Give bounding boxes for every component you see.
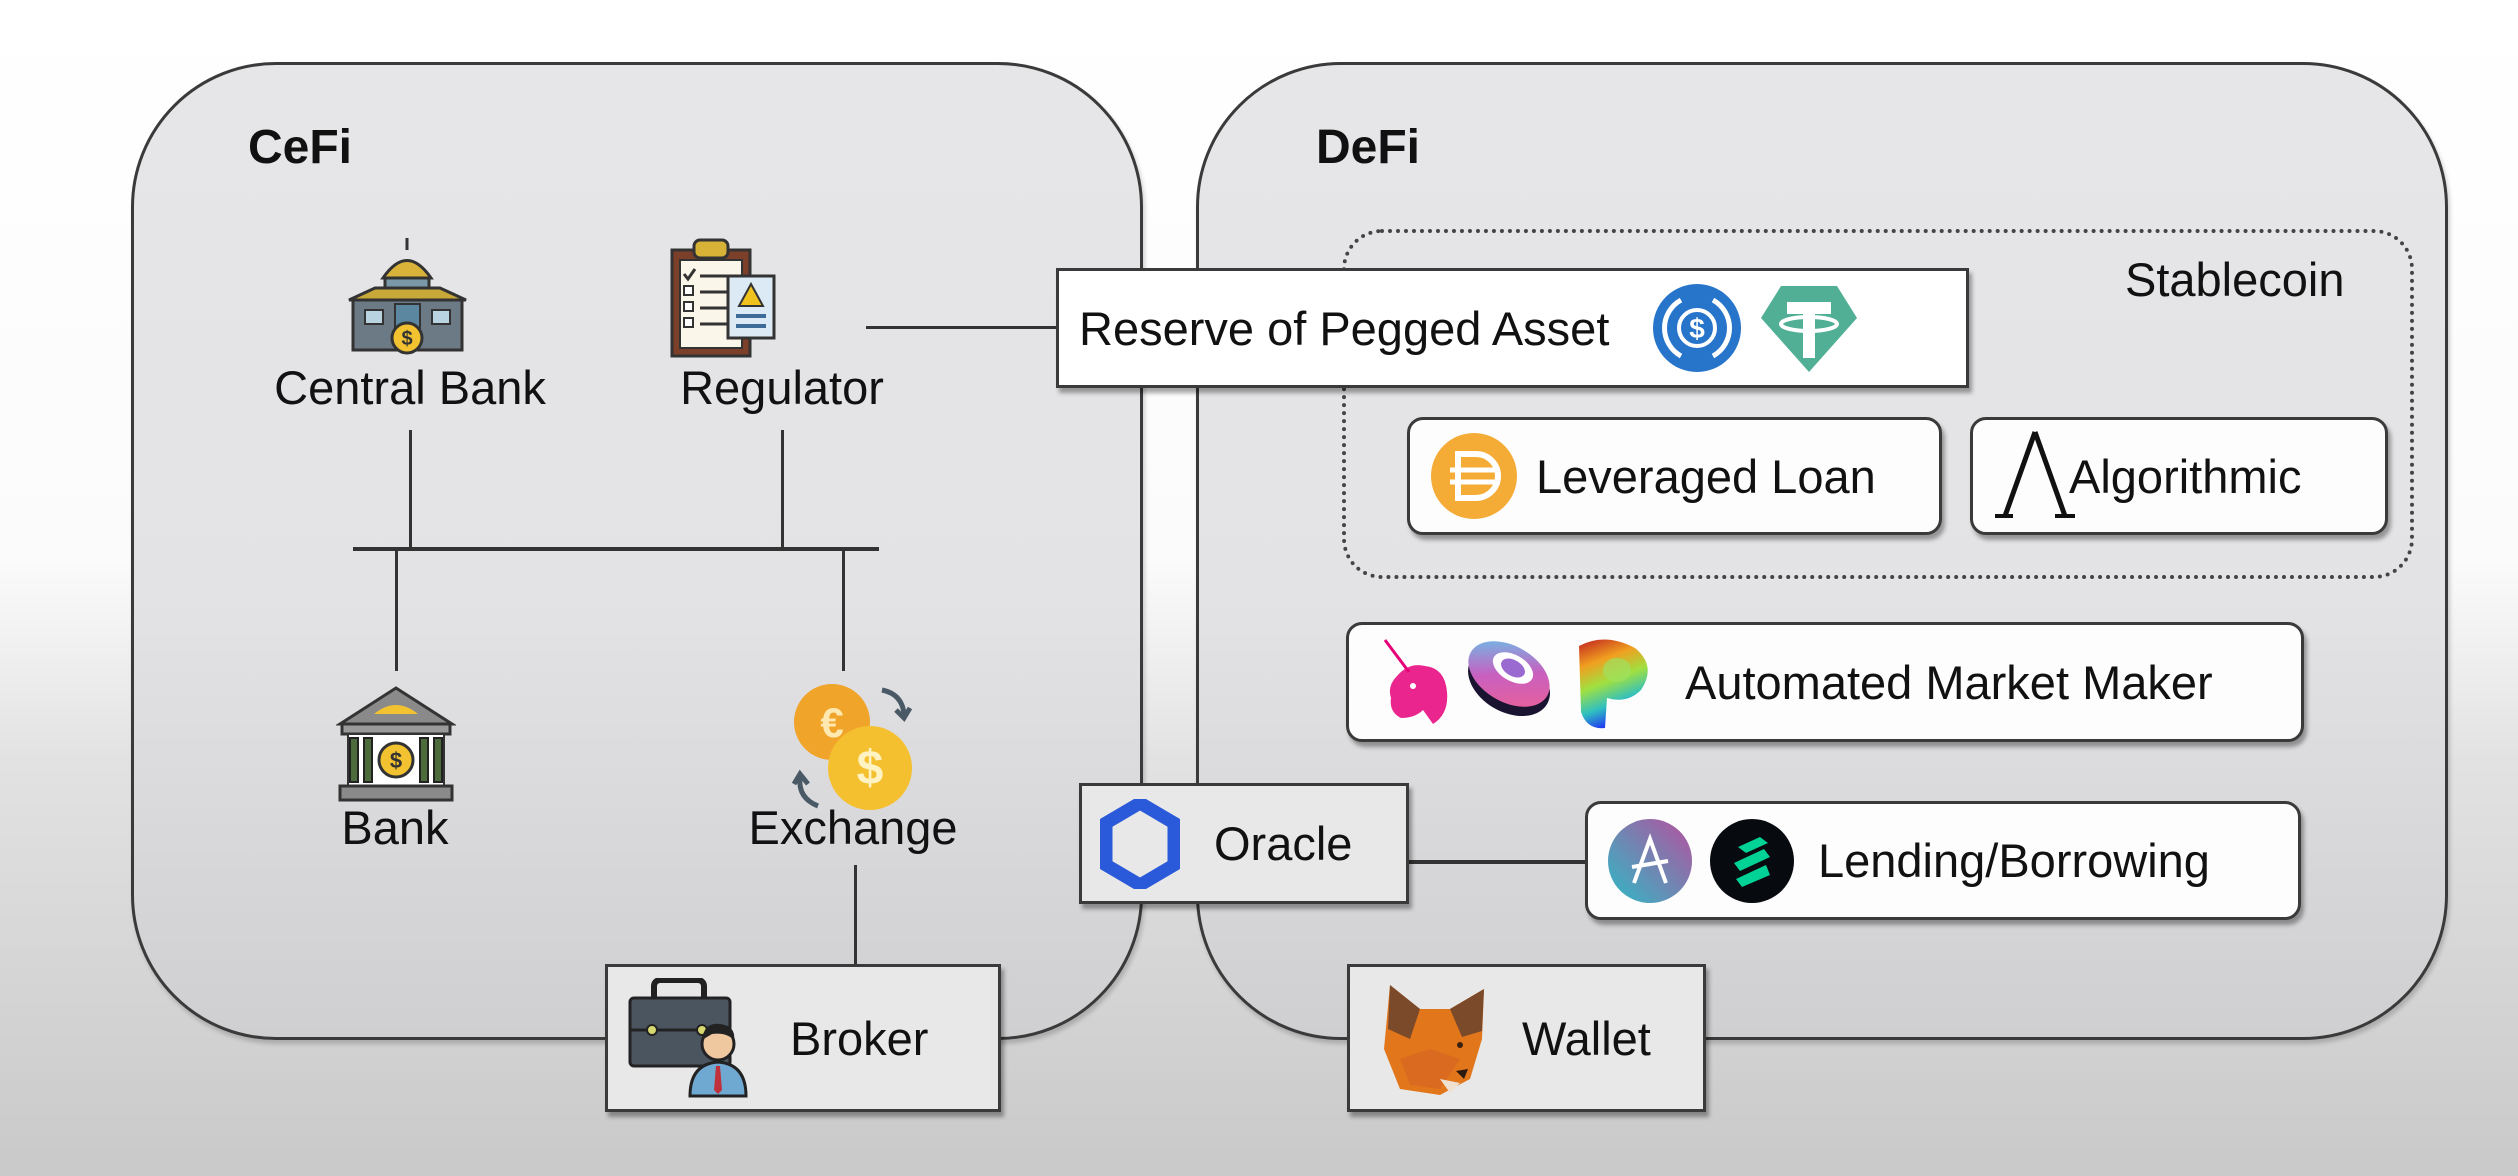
oracle-box: Oracle: [1079, 783, 1409, 904]
clipboard-checklist-icon: [670, 238, 776, 358]
svg-text:$: $: [401, 328, 412, 350]
stablecoin-title: Stablecoin: [2125, 253, 2345, 306]
usdc-icon: $: [1653, 284, 1742, 372]
svg-text:$: $: [390, 748, 402, 773]
connector-oracle-lending: [1407, 860, 1587, 864]
central-bank-node: $: [345, 238, 470, 358]
aave-icon: [1608, 818, 1692, 903]
sushiswap-icon: [1468, 641, 1550, 717]
bank-building-icon: $: [336, 686, 456, 802]
connector-exchange-broker: [854, 865, 857, 965]
algorithmic-box: Algorithmic: [1970, 417, 2388, 535]
briefcase-person-icon: [628, 978, 748, 1098]
reserve-of-pegged-asset-box: Reserve of Pegged Asset $: [1056, 268, 1969, 388]
chainlink-icon: [1100, 798, 1180, 889]
compound-icon: [1710, 818, 1794, 903]
connector-regulator: [781, 430, 784, 550]
connector-regulator-reserve: [866, 326, 1058, 329]
cefi-panel: [131, 62, 1143, 1040]
tether-icon: [1761, 286, 1858, 372]
connector-exchange: [842, 549, 845, 671]
broker-label: Broker: [790, 1011, 929, 1065]
regulator-node: [668, 236, 778, 361]
uniswap-icon: [1383, 639, 1448, 724]
svg-text:$: $: [1690, 313, 1706, 344]
exchange-label: Exchange: [748, 801, 958, 854]
reserve-label: Reserve of Pegged Asset: [1079, 301, 1610, 355]
connector-central-bank: [409, 430, 412, 550]
stablecoin-group: [1342, 229, 2414, 579]
amm-label: Automated Market Maker: [1685, 655, 2213, 709]
lending-borrowing-box: Lending/Borrowing: [1585, 801, 2301, 920]
automated-market-maker-box: Automated Market Maker: [1346, 622, 2304, 742]
regulator-label: Regulator: [680, 361, 884, 414]
leveraged-loan-label: Leveraged Loan: [1536, 449, 1876, 503]
currency-exchange-icon: € $: [791, 684, 913, 810]
svg-text:$: $: [857, 742, 884, 795]
central-bank-building-icon: $: [348, 238, 467, 355]
dai-icon: [1431, 433, 1517, 519]
defi-title: DeFi: [1316, 121, 1421, 174]
svg-text:€: €: [820, 699, 843, 746]
wallet-label: Wallet: [1522, 1011, 1651, 1065]
lending-label: Lending/Borrowing: [1818, 834, 2210, 887]
broker-box: Broker: [605, 964, 1001, 1112]
bank-node: $: [336, 684, 456, 804]
leveraged-loan-box: Leveraged Loan: [1407, 417, 1942, 535]
central-bank-label: Central Bank: [274, 361, 546, 414]
metamask-fox-icon: [1384, 985, 1484, 1095]
wallet-box: Wallet: [1347, 964, 1706, 1112]
oracle-label: Oracle: [1214, 817, 1353, 870]
algorithmic-label: Algorithmic: [2069, 449, 2302, 503]
exchange-node: € $: [790, 680, 920, 815]
connector-hbar: [353, 547, 879, 551]
cefi-title: CeFi: [248, 121, 353, 174]
connector-bank: [395, 549, 398, 671]
bank-label: Bank: [341, 801, 449, 854]
curve-icon: [1579, 639, 1648, 729]
lambda-icon: [1995, 431, 2075, 518]
